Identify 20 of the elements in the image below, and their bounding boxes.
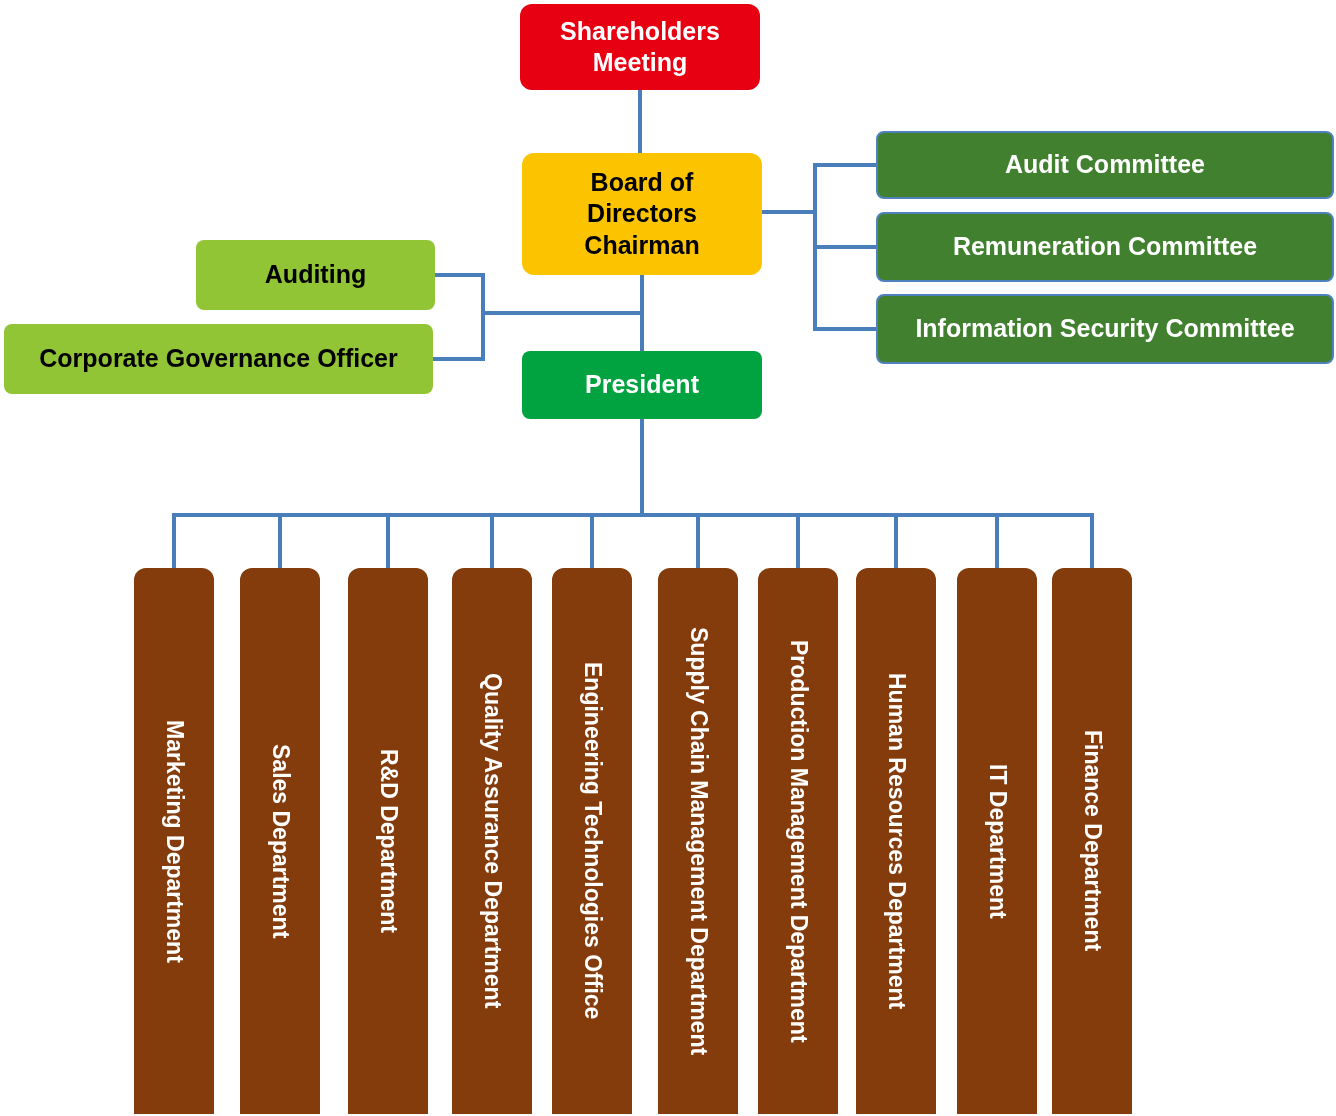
department-box: Finance Department [1052, 568, 1132, 1114]
connector-line [638, 90, 642, 153]
committee-box: Remuneration Committee [876, 212, 1334, 282]
department-box: Human Resources Department [856, 568, 936, 1114]
department-box: Engineering Technologies Office [552, 568, 632, 1114]
staff-box: Corporate Governance Officer [4, 324, 433, 394]
staff-box: Auditing [196, 240, 435, 310]
department-box: Production Management Department [758, 568, 838, 1114]
committee-box: Information Security Committee [876, 294, 1334, 364]
department-box: R&D Department [348, 568, 428, 1114]
connector-line [640, 275, 644, 351]
department-box: Marketing Department [134, 568, 214, 1114]
president-box: President [522, 351, 762, 419]
department-box: Supply Chain Management Department [658, 568, 738, 1114]
department-box: IT Department [957, 568, 1037, 1114]
board-box: Board of Directors Chairman [522, 153, 762, 275]
department-box: Sales Department [240, 568, 320, 1114]
committee-box: Audit Committee [876, 131, 1334, 199]
meeting-box: Shareholders Meeting [520, 4, 760, 90]
department-box: Quality Assurance Department [452, 568, 532, 1114]
